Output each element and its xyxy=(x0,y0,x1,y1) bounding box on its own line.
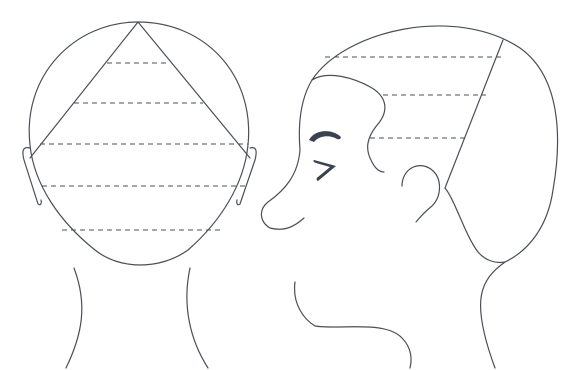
back-view-head xyxy=(23,22,256,368)
side-view-diagonal-section xyxy=(445,40,503,188)
side-view-head xyxy=(261,26,557,368)
side-view-jaw xyxy=(295,282,411,368)
side-view-hairline xyxy=(312,75,385,172)
side-view-skull-outline xyxy=(312,26,558,368)
back-view-neck-left xyxy=(66,268,82,368)
side-view-neck-line xyxy=(445,188,505,263)
side-view-eye xyxy=(313,160,336,181)
side-view-eyebrow xyxy=(309,131,341,142)
side-view-ear xyxy=(402,166,440,222)
back-view-triangle-section xyxy=(30,22,250,158)
back-view-neck-right xyxy=(187,268,208,368)
side-view-face-profile xyxy=(261,80,312,229)
